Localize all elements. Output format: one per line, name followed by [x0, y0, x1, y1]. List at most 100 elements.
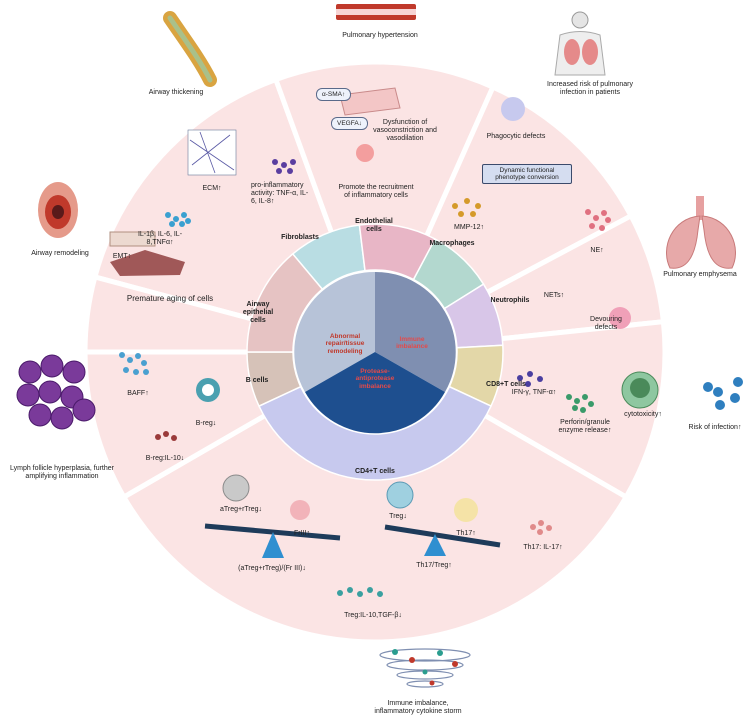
cytokine-dot — [582, 394, 588, 400]
core-right-sector — [375, 271, 456, 392]
label-treg-il10: Treg:IL-10,TGF-β↓ — [344, 612, 402, 619]
cytokine-dot — [470, 211, 476, 217]
cytokine-dot — [272, 159, 278, 165]
cytokine-dot — [119, 352, 125, 358]
label-neutrophils: Neutrophils — [490, 297, 530, 304]
cytokine-dot — [165, 212, 171, 218]
label-dysfunction: Dysfunction of vasoconstriction and vaso… — [373, 119, 437, 143]
label-cytotoxicity: cytotoxicity↑ — [624, 411, 662, 418]
outcome-airway-remodeling: Airway remodeling — [31, 250, 89, 257]
emphysema-lungs-icon — [666, 196, 736, 269]
outcome-lymph-follicle: Lymph follicle hyperplasia, further ampl… — [9, 465, 114, 481]
cytokine-dot — [173, 216, 179, 222]
bronchus-cross-section-icon — [38, 182, 78, 238]
cytokine-dot — [589, 223, 595, 229]
label-recruitment: Promote the recruitment of inflammatory … — [338, 184, 414, 200]
cytokine-dot — [367, 587, 373, 593]
cytokine-dot — [143, 369, 149, 375]
core-label-right: Immune imbalance — [396, 336, 428, 351]
label-macrophages: Macrophages — [429, 240, 475, 247]
cytokine-dot — [452, 203, 458, 209]
label-mmp12: MMP-12↑ — [454, 224, 484, 231]
lymph-follicle — [28, 403, 52, 427]
cytokine-dot — [517, 375, 523, 381]
label-ratio: (aTreg+rTreg)/(Fr III)↓ — [238, 565, 306, 572]
cytokine-dot — [290, 159, 296, 165]
virus-icons — [703, 377, 743, 410]
cytokine-dot — [593, 215, 599, 221]
label-friii: FrIII↑ — [294, 530, 310, 537]
core-bottom-sector — [305, 352, 445, 434]
cytokine-dot — [599, 225, 605, 231]
outcome-pulmonary-infection: Increased risk of pulmonary infection in… — [547, 81, 633, 97]
cytokine-dot — [377, 591, 383, 597]
inner-ring — [246, 223, 504, 481]
label-cd8: CD8+T cells — [486, 381, 526, 388]
label-baff: BAFF↑ — [127, 390, 149, 397]
core-left-sector — [294, 271, 375, 392]
label-asma: α-SMA↑ — [316, 88, 352, 101]
cytokine-dot — [171, 435, 177, 441]
label-breg-il10: B-reg:IL-10↓ — [145, 455, 185, 462]
lymph-follicle — [16, 383, 40, 407]
lymph-follicle — [18, 360, 42, 384]
label-cd4: CD4+T cells — [355, 468, 395, 475]
cytokine-dot — [588, 401, 594, 407]
label-bcells: B cells — [245, 377, 269, 384]
label-atreg: aTreg+rTreg↓ — [219, 506, 263, 513]
cytokine-dot — [179, 221, 185, 227]
cytokine-dot — [337, 590, 343, 596]
lymph-follicle — [62, 360, 86, 384]
label-breg: B-reg↓ — [195, 420, 217, 427]
cytokine-dot — [574, 398, 580, 404]
lymph-follicle — [72, 398, 96, 422]
label-vegfa: VEGFA↓ — [331, 117, 368, 130]
blood-vessel-icon — [336, 4, 416, 20]
cytokine-storm-icon — [379, 648, 471, 688]
cytokine-dot — [464, 198, 470, 204]
cytokine-dot — [163, 431, 169, 437]
cytokine-dot — [276, 168, 282, 174]
label-premature: Premature aging of cells — [126, 294, 214, 303]
cytokine-dot — [141, 360, 147, 366]
label-devouring: Devouring defects — [590, 316, 622, 332]
virus-icon — [733, 377, 743, 387]
cytokine-dot — [133, 369, 139, 375]
label-nets: NETs↑ — [543, 292, 565, 299]
cytokine-dot — [169, 221, 175, 227]
cytokine-dot — [527, 371, 533, 377]
label-phagocytic: Phagocytic defects — [486, 133, 546, 140]
cytokine-dot — [123, 367, 129, 373]
person-lungs-icon — [554, 11, 606, 76]
label-treg-down: Treg↓ — [389, 513, 407, 520]
cytokine-dot — [287, 168, 293, 174]
core-circle — [294, 271, 456, 434]
outcome-airway-thickening: Airway thickening — [148, 89, 204, 96]
core-label-bottom: Protease-antiprotease imbalance — [355, 368, 395, 390]
label-endothelial: Endothelial cells — [355, 218, 393, 234]
cytokine-dot — [566, 394, 572, 400]
label-airway-epithelial: Airway epithelial cells — [242, 301, 274, 325]
virus-icon — [715, 400, 725, 410]
cytokine-dot — [525, 381, 531, 387]
cytokine-dot — [135, 353, 141, 359]
label-il1b: IL-1β, IL-6, IL-8,TNFα↑ — [137, 231, 183, 247]
lymph-follicle-icon — [16, 354, 96, 430]
virus-icon — [730, 393, 740, 403]
label-ne: NE↑ — [590, 247, 604, 254]
cytokine-dot — [475, 203, 481, 209]
outcome-pulmonary-hypertension: Pulmonary hypertension — [342, 32, 418, 39]
cytokine-dot — [601, 210, 607, 216]
cytokine-dot — [537, 376, 543, 382]
segment-illustrations — [109, 87, 659, 409]
lymph-follicle — [40, 354, 64, 378]
cytokine-dot — [580, 407, 586, 413]
label-th17-il17: Th17: IL-17↑ — [523, 544, 563, 551]
cytokine-dot — [546, 525, 552, 531]
lymph-follicle — [50, 406, 74, 430]
label-ifn: IFN-γ, TNF-α↑ — [511, 389, 557, 396]
label-dynamic: Dynamic functional phenotype conversion — [482, 164, 572, 184]
virus-icon — [713, 387, 723, 397]
cytokine-dot — [538, 520, 544, 526]
